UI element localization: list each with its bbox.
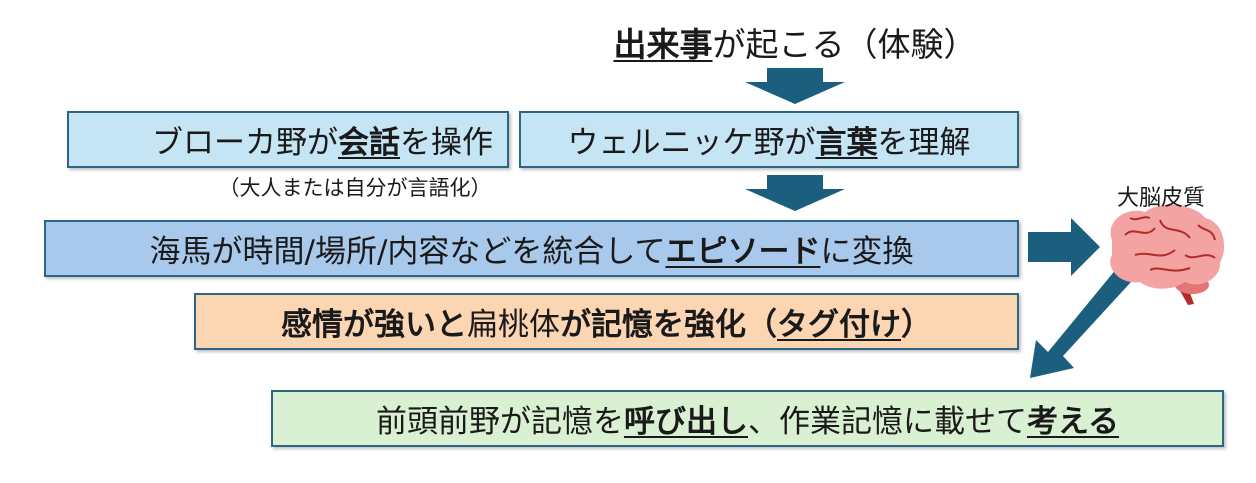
event-word: 出来事 xyxy=(613,25,713,64)
amygdala-keyword: タグ付け xyxy=(777,307,901,343)
prefrontal-box: 前頭前野が記憶を呼び出し、作業記憶に載せて考える xyxy=(271,390,1224,447)
brain-label: 大脳皮質 xyxy=(1116,186,1205,211)
broca-text: ブローカ野が xyxy=(152,125,338,161)
wernicke-text: ウェルニッケ野が xyxy=(567,125,816,161)
down-arrow-2 xyxy=(745,175,845,211)
amygdala-box: 感情が強いと扁桃体が記憶を強化（タグ付け） xyxy=(194,293,1019,350)
hippocampus-text-end: に変換 xyxy=(820,234,914,270)
prefrontal-text: 前頭前野が記憶を xyxy=(375,404,624,440)
hippocampus-keyword: エピソード xyxy=(665,234,821,270)
wernicke-keyword: 言葉 xyxy=(815,125,878,161)
wernicke-text-end: を理解 xyxy=(877,125,971,161)
prefrontal-text-mid: 、作業記憶に載せて xyxy=(747,404,1027,440)
prefrontal-keyword-1: 呼び出し xyxy=(623,404,748,440)
broca-note: （大人または自分が言語化） xyxy=(218,176,492,200)
right-arrow xyxy=(1028,218,1100,276)
amygdala-text-mid: が記憶を強化（ xyxy=(560,307,777,343)
wernicke-box: ウェルニッケ野が言葉を理解 xyxy=(519,111,1019,168)
hippocampus-text: 海馬が時間/場所/内容などを統合して xyxy=(149,234,666,270)
amygdala-text: 感情が強いと xyxy=(281,307,467,343)
event-rest: が起こる（体験） xyxy=(712,25,977,64)
broca-text-end: を操作 xyxy=(400,125,493,161)
prefrontal-keyword-2: 考える xyxy=(1026,404,1120,440)
hippocampus-box: 海馬が時間/場所/内容などを統合してエピソードに変換 xyxy=(44,220,1019,277)
brain-icon xyxy=(1110,204,1225,305)
event-title: 出来事が起こる（体験） xyxy=(560,18,1030,66)
amygdala-word: 扁桃体 xyxy=(467,307,560,343)
amygdala-text-end: ） xyxy=(901,307,932,343)
broca-keyword: 会話 xyxy=(338,125,400,161)
down-arrow-1 xyxy=(745,68,845,104)
diagonal-arrow xyxy=(1030,268,1131,378)
broca-box: ブローカ野が会話を操作 xyxy=(67,111,509,168)
